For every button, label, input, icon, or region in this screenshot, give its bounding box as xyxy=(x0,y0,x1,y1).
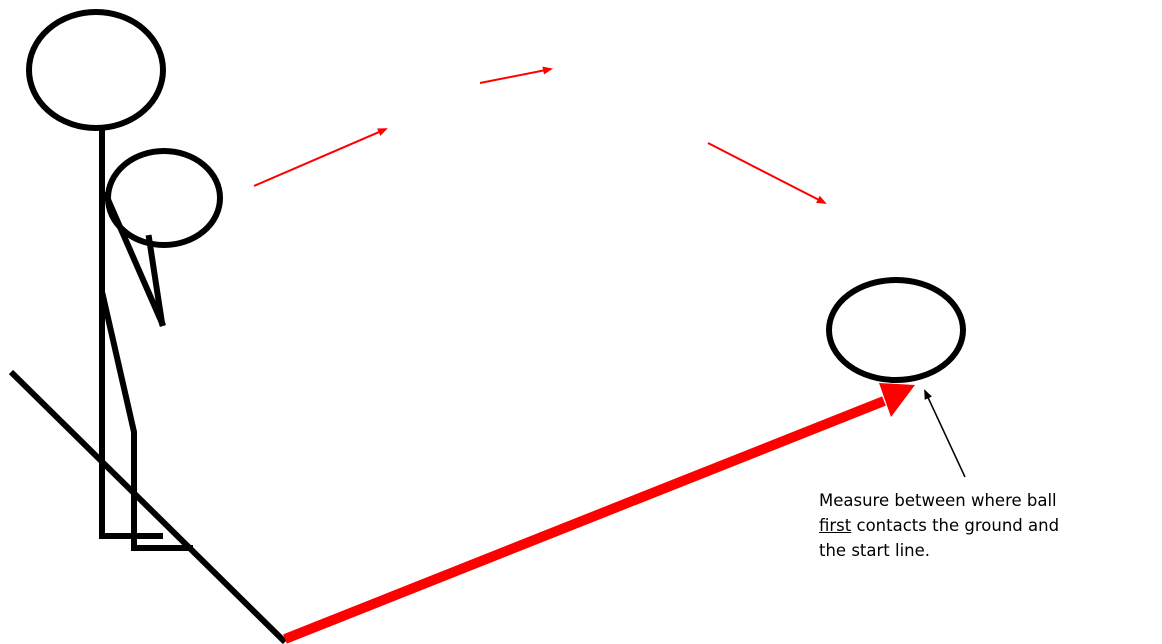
note-line-2: first contacts the ground and xyxy=(819,513,1159,538)
contact-pointer xyxy=(924,389,966,478)
flight-arrow-3 xyxy=(707,142,827,204)
measurement-line xyxy=(283,396,886,644)
measurement-note: Measure between where ball first contact… xyxy=(819,488,1159,563)
thrower-front-leg xyxy=(99,292,193,551)
thrower-figure xyxy=(26,9,166,539)
flight-path xyxy=(253,66,827,204)
ball-in-hand xyxy=(105,148,223,248)
thrower-front xyxy=(99,191,193,551)
flight-arrow-2 xyxy=(479,66,553,84)
landed-ball xyxy=(826,277,966,383)
note-emphasis: first xyxy=(819,516,852,535)
note-line-3: the start line. xyxy=(819,541,931,560)
note-line-1: Measure between where ball xyxy=(819,491,1057,510)
start-line xyxy=(8,369,288,644)
thrower-head xyxy=(26,9,166,131)
thrower-forearm xyxy=(145,234,166,327)
thrower-back-leg xyxy=(99,125,163,539)
note-line-2-rest: contacts the ground and xyxy=(851,516,1060,535)
measurement-arrowhead xyxy=(879,383,915,417)
flight-arrow-1 xyxy=(253,128,388,187)
